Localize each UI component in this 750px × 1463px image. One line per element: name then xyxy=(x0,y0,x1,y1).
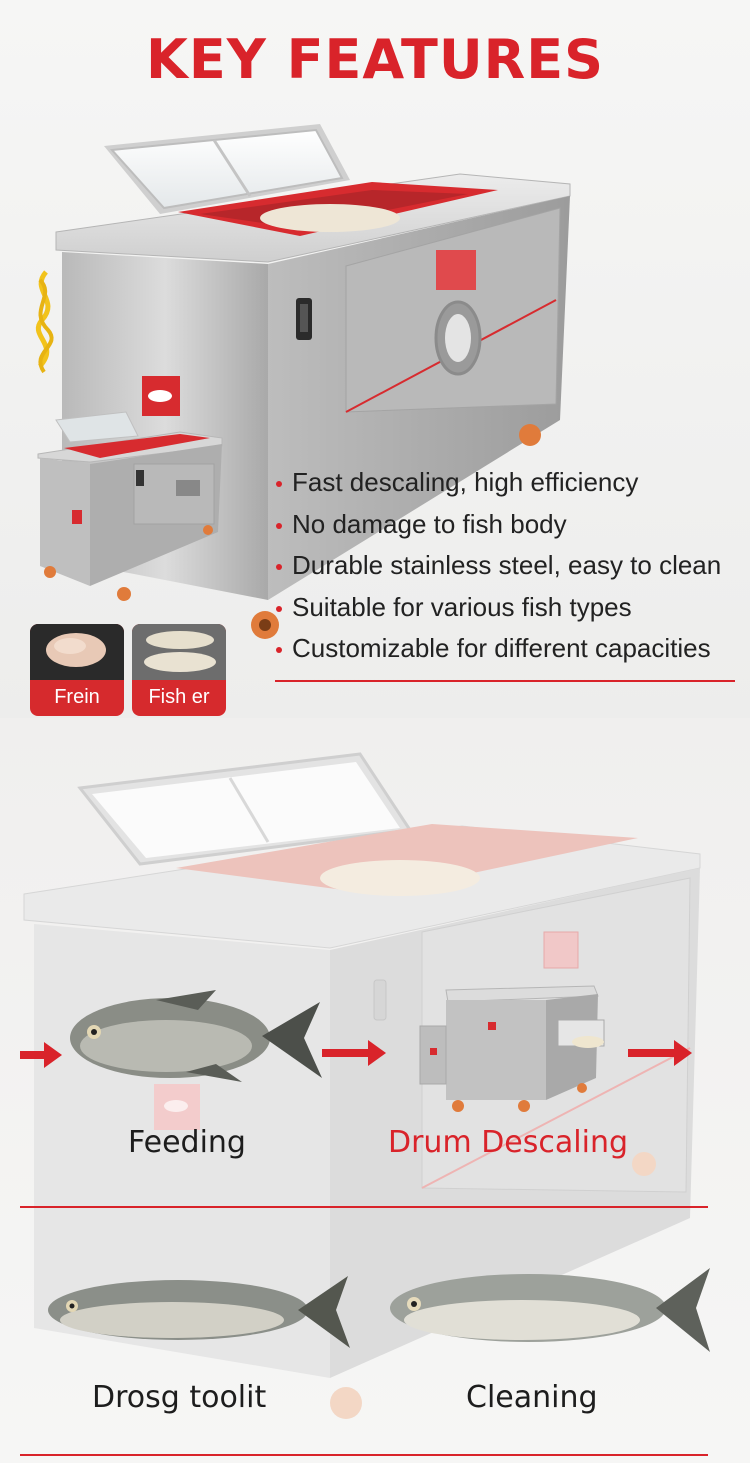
key-features-panel: KEY FEATURES xyxy=(0,0,750,718)
small-machine-image xyxy=(37,376,223,601)
bullet-icon xyxy=(276,647,282,654)
feature-item: Customizable for different capacities xyxy=(272,628,742,670)
divider xyxy=(275,680,735,682)
thumbnail-caption: Frein xyxy=(54,686,100,708)
step-label-drosg-toolit: Drosg toolit xyxy=(92,1380,267,1415)
fish-image xyxy=(48,1276,350,1348)
bullet-icon xyxy=(276,481,282,488)
feature-item: Fast descaling, high efficiency xyxy=(272,462,742,504)
step-label-drum-descaling: Drum Descaling xyxy=(388,1125,628,1160)
feature-item: Durable stainless steel, easy to clean xyxy=(272,545,742,587)
arrow-right-icon xyxy=(20,1042,62,1068)
thumbnail-card: Fish er xyxy=(132,624,226,716)
step-label-cleaning: Cleaning xyxy=(466,1380,598,1415)
fish-image xyxy=(70,990,322,1082)
rope-icon xyxy=(35,270,54,374)
fish-image xyxy=(390,1268,710,1352)
fish-fillet-image xyxy=(30,624,124,680)
bullet-icon xyxy=(276,522,282,529)
descaling-machine-image xyxy=(419,985,605,1112)
bullet-icon xyxy=(276,564,282,571)
arrow-right-icon xyxy=(628,1040,692,1066)
divider xyxy=(20,1206,708,1208)
process-panel: Feeding Drum Descaling Drosg toolit Clea… xyxy=(0,718,750,1463)
arrow-right-icon xyxy=(322,1040,386,1066)
lid xyxy=(104,124,350,214)
thumbnail-card: Frein xyxy=(30,624,124,716)
page-title: KEY FEATURES xyxy=(145,28,605,91)
feature-item: No damage to fish body xyxy=(272,504,742,546)
feature-list: Fast descaling, high efficiency No damag… xyxy=(272,462,742,670)
machine-image xyxy=(35,124,571,639)
feature-item: Suitable for various fish types xyxy=(272,587,742,629)
bullet-icon xyxy=(276,605,282,612)
divider xyxy=(20,1454,708,1456)
thumbnail-caption: Fish er xyxy=(148,686,210,708)
step-label-feeding: Feeding xyxy=(128,1125,246,1160)
fish-fillet-image xyxy=(132,624,226,680)
